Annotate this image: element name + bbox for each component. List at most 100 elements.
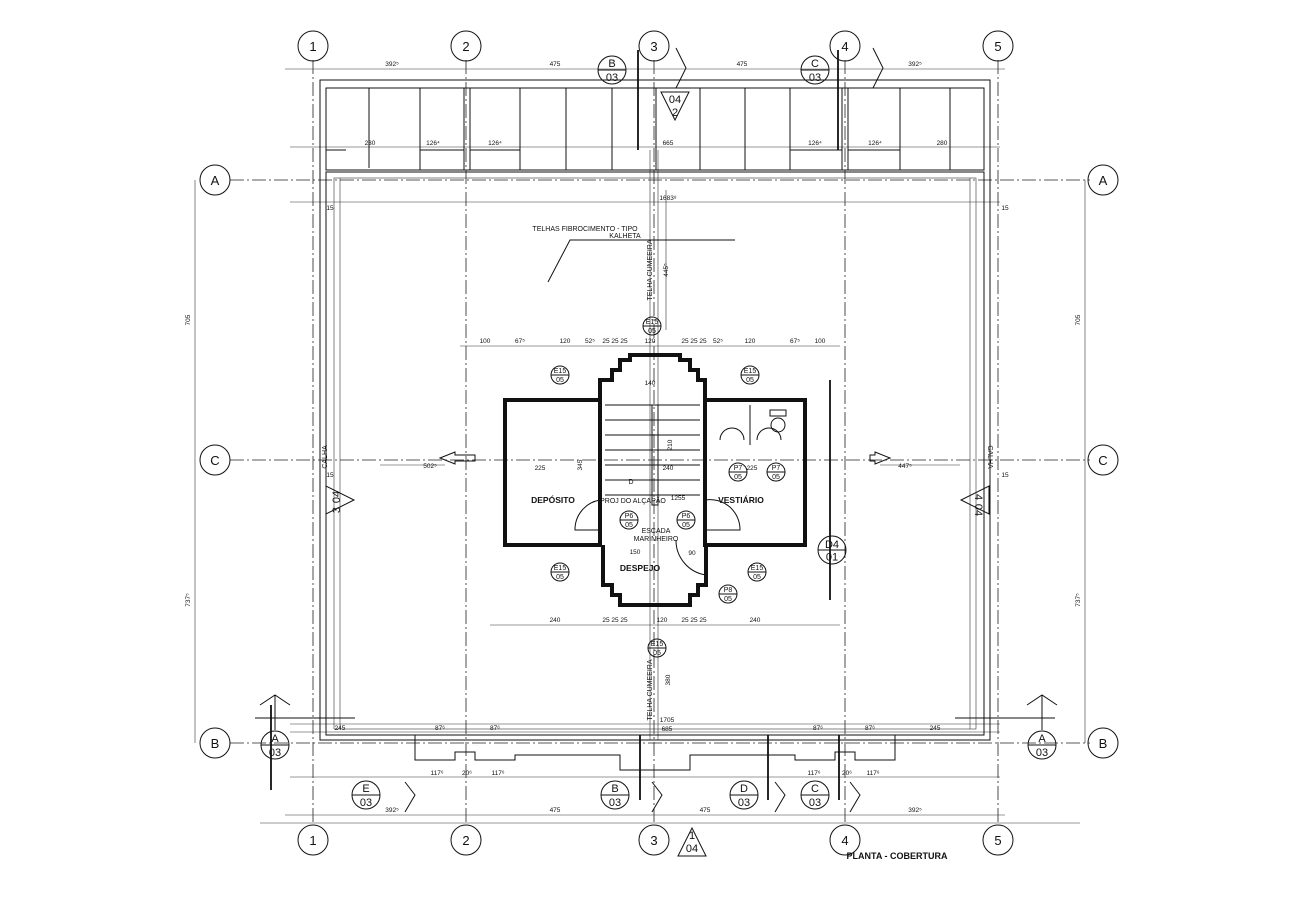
grid-label: B (211, 736, 220, 751)
dimension-label: 117⁶ (807, 770, 820, 777)
grid-bubble-4[interactable] (829, 30, 861, 62)
grid-bubble-row[interactable] (1087, 444, 1119, 476)
dimension-label: 475 (700, 807, 711, 814)
dimension-label: 240 (663, 465, 674, 472)
window-tag-code: E15 (554, 565, 567, 572)
dimension-label: 15 (1001, 472, 1009, 479)
dimension-label: 20⁶ (842, 770, 852, 777)
door-tag-code: P7 (734, 465, 743, 472)
window-tag-sheet: 05 (556, 377, 564, 384)
grid-bubble-2[interactable] (450, 30, 482, 62)
room-vestiario: VESTIÁRIO (718, 495, 764, 505)
gutter-note: CALHA (322, 445, 329, 469)
grid-label: 5 (994, 39, 1001, 54)
detail-triangle[interactable] (325, 485, 356, 515)
dimension-lines (194, 68, 1086, 824)
window-tag-code: E15 (646, 319, 659, 326)
dimension-label: 126⁴ (868, 140, 882, 147)
dimension-label: 737⁵ (185, 593, 192, 607)
grid-label: 3 (650, 833, 657, 848)
dimension-label: 87⁶ (865, 725, 875, 732)
grid-bubble-row[interactable] (199, 164, 231, 196)
dimension-label: 392⁵ (908, 807, 922, 814)
grid-lines (230, 60, 1090, 825)
detail-triangle[interactable] (660, 91, 690, 122)
door-tag-sheet: 05 (724, 596, 732, 603)
dimension-label: 280 (937, 140, 948, 147)
grid-bubble-1[interactable] (297, 824, 329, 856)
dimension-label: 126⁴ (808, 140, 822, 147)
door-tag-code: P7 (772, 465, 781, 472)
dimension-label: 685 (662, 726, 673, 733)
grid-bubble-5[interactable] (982, 824, 1014, 856)
dimension-label: 100 (480, 338, 491, 345)
dimension-label: 737⁵ (1075, 593, 1082, 607)
grid-bubble-4[interactable] (829, 824, 861, 856)
dimension-label: 345 (577, 459, 584, 470)
door-tag-sheet: 05 (734, 474, 742, 481)
dimension-label: 705 (1075, 314, 1082, 325)
dimension-label: 90 (688, 550, 696, 557)
window-tag-code: E15 (744, 368, 757, 375)
window-tag-sheet: 05 (746, 377, 754, 384)
detail-sheet: 04 (686, 843, 698, 855)
dimension-label: 245 (335, 725, 346, 732)
dimension-label: 25 (690, 338, 698, 345)
core-walls (503, 353, 831, 607)
dimension-label: 445⁵ (663, 263, 670, 277)
detail-ref: 1 (689, 830, 695, 842)
door-tag-sheet: 05 (772, 474, 780, 481)
dimension-label: 25 (602, 338, 610, 345)
section-sheet: 03 (738, 797, 750, 809)
dimension-label: 25 (611, 338, 619, 345)
door-tag-code: P6 (682, 513, 691, 520)
dimension-label: 475 (550, 61, 561, 68)
detail-triangle[interactable] (677, 826, 707, 857)
grid-bubble-row[interactable] (1087, 727, 1119, 759)
grid-bubble-row[interactable] (199, 444, 231, 476)
section-letter: A (1038, 733, 1046, 745)
dimension-label: 447⁵ (898, 463, 912, 470)
dimension-label: 15 (1001, 205, 1009, 212)
dimension-label: 126⁴ (426, 140, 440, 147)
grid-bubble-5[interactable] (982, 30, 1014, 62)
dimension-label: 392⁵ (908, 61, 922, 68)
dimension-label: 475 (550, 807, 561, 814)
dimension-label: 67⁵ (515, 338, 525, 345)
grid-label: 1 (309, 833, 316, 848)
grid-bubble-row[interactable] (199, 727, 231, 759)
dimension-label: 1683⁸ (659, 195, 676, 202)
grid-label: 4 (841, 39, 848, 54)
grid-label: B (1099, 736, 1108, 751)
grid-label: C (210, 453, 219, 468)
grid-bubble-3[interactable] (638, 30, 670, 62)
detail-tag-code: D4 (825, 539, 839, 551)
grid-label: 5 (994, 833, 1001, 848)
dimension-label: 52⁵ (585, 338, 595, 345)
dimension-label: 150 (630, 549, 641, 556)
window-tag-code: E15 (651, 641, 664, 648)
drawing-title: PLANTA - COBERTURA (847, 851, 948, 861)
dimension-label: 665 (663, 140, 674, 147)
grid-label: 2 (462, 833, 469, 848)
detail-triangle[interactable] (959, 485, 990, 515)
dimension-label: 245 (930, 725, 941, 732)
window-tag-code: E15 (554, 368, 567, 375)
section-letter: B (611, 783, 618, 795)
dimension-label: 67⁵ (790, 338, 800, 345)
grid-bubble-1[interactable] (297, 30, 329, 62)
grid-bubble-3[interactable] (638, 824, 670, 856)
dimension-label: 210 (667, 439, 674, 450)
grid-bubble-row[interactable] (1087, 164, 1119, 196)
detail-sheet: 2 (672, 107, 678, 119)
section-letter: D (740, 783, 748, 795)
detail-ref: 4 (972, 494, 984, 500)
window-tag-sheet: 05 (653, 650, 661, 657)
dimension-label: 240 (550, 617, 561, 624)
ladder-note: ESCADA (642, 528, 671, 535)
dimension-label: 225 (535, 465, 546, 472)
door-tag-code: P6 (625, 513, 634, 520)
grid-bubble-2[interactable] (450, 824, 482, 856)
